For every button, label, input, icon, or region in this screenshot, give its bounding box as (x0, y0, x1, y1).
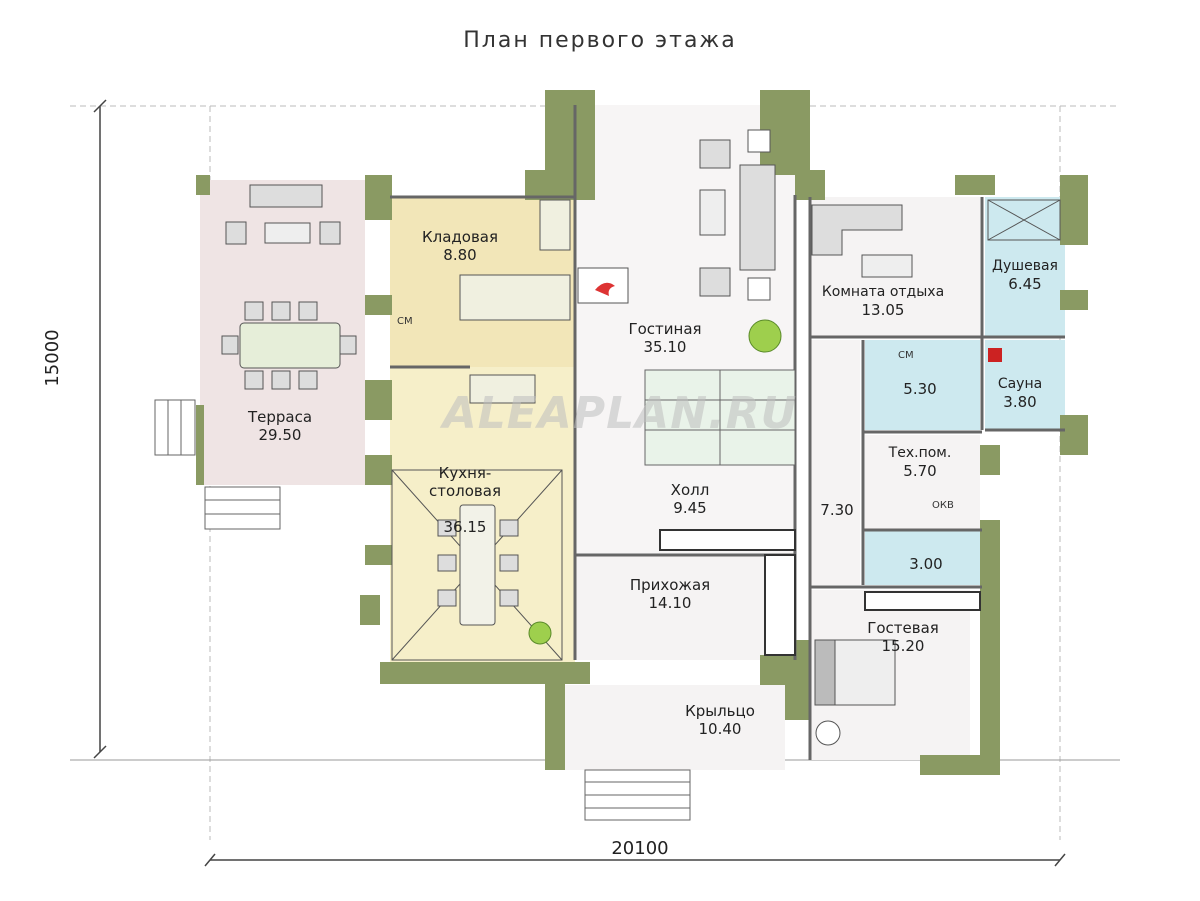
room-name: Крыльцо (685, 702, 755, 720)
room-name: Душевая (992, 258, 1058, 274)
washer-label: СМ (898, 350, 914, 361)
guest-bed (814, 639, 896, 746)
room-name: Гостевая (867, 619, 939, 637)
plant (528, 319, 782, 645)
porch-floor (565, 685, 785, 770)
room-area: 15.20 (881, 637, 925, 655)
washer-label-kitchen: СМ (397, 316, 413, 327)
walls (196, 90, 1088, 775)
room-area: 36.15 (443, 518, 487, 536)
room-area: 29.50 (258, 426, 302, 444)
room-area: 9.45 (673, 499, 707, 517)
terrace-dining-table (221, 301, 357, 390)
room-name: Холл (670, 481, 710, 499)
room-area: 5.70 (903, 462, 937, 480)
room-area: 8.80 (443, 246, 477, 264)
room-porch: Крыльцо 10.40 (670, 702, 770, 738)
kitchen-counter (459, 199, 571, 404)
room-lounge: Комната отдыха 13.05 (808, 283, 958, 319)
room-name: Кладовая (421, 228, 499, 246)
lounge-sofa (811, 204, 913, 278)
boiler-label: ОКВ (932, 500, 954, 511)
room-area: 7.30 (820, 501, 854, 519)
room-entry: Прихожая 14.10 (615, 576, 725, 612)
room-wc: 3.00 (896, 555, 956, 573)
room-name: Тех.пом. (888, 445, 952, 461)
dimension-arrows (93, 99, 1066, 867)
dimension-width: 20100 (611, 838, 669, 859)
room-name: Гостиная (628, 320, 702, 338)
room-name: Терраса (247, 408, 313, 426)
room-pantry: Кладовая 8.80 (405, 228, 515, 264)
kitchen-dining-table (437, 504, 519, 626)
room-shower: Душевая 6.45 (985, 257, 1065, 293)
room-name: Комната отдыха (821, 284, 945, 300)
room-name: Кухня- столовая (429, 464, 501, 500)
room-tech: Тех.пом. 5.70 (875, 444, 965, 480)
room-area: 13.05 (861, 301, 905, 319)
room-area: 14.10 (648, 594, 692, 612)
room-area: 3.00 (909, 555, 943, 573)
room-area: 35.10 (643, 338, 687, 356)
room-name: Сауна (997, 376, 1043, 392)
plan-title: План первого этажа (463, 28, 737, 53)
dimension-height: 15000 (42, 329, 63, 387)
shower-tray (987, 199, 1061, 241)
room-kitchen: Кухня- столовая 36.15 (410, 446, 520, 554)
fireplace (577, 267, 629, 304)
stairs (644, 369, 796, 466)
bath1-floor (865, 340, 980, 430)
terrace-sofa (225, 184, 341, 245)
room-area: 10.40 (698, 720, 742, 738)
wc-floor (865, 530, 980, 585)
room-area: 6.45 (1008, 275, 1042, 293)
entry-floor (575, 555, 795, 660)
room-guest: Гостевая 15.20 (848, 619, 958, 655)
room-area: 3.80 (1003, 393, 1037, 411)
room-terrace: Терраса 29.50 (220, 408, 340, 444)
watermark: ALEAPLAN.RU (442, 388, 798, 439)
tech-floor (865, 435, 980, 530)
sauna-heater (988, 348, 1002, 362)
living-furniture (699, 129, 776, 301)
porch-stairs (154, 399, 691, 821)
room-living: Гостиная 35.10 (610, 320, 720, 356)
room-hall: Холл 9.45 (650, 481, 730, 517)
room-sauna: Сауна 3.80 (985, 375, 1055, 411)
room-corridor: 7.30 (812, 501, 862, 519)
room-bath1: 5.30 (890, 380, 950, 398)
wardrobes (659, 529, 981, 656)
room-name: Прихожая (629, 576, 711, 594)
room-area: 5.30 (903, 380, 937, 398)
corridor-floor (810, 340, 860, 585)
